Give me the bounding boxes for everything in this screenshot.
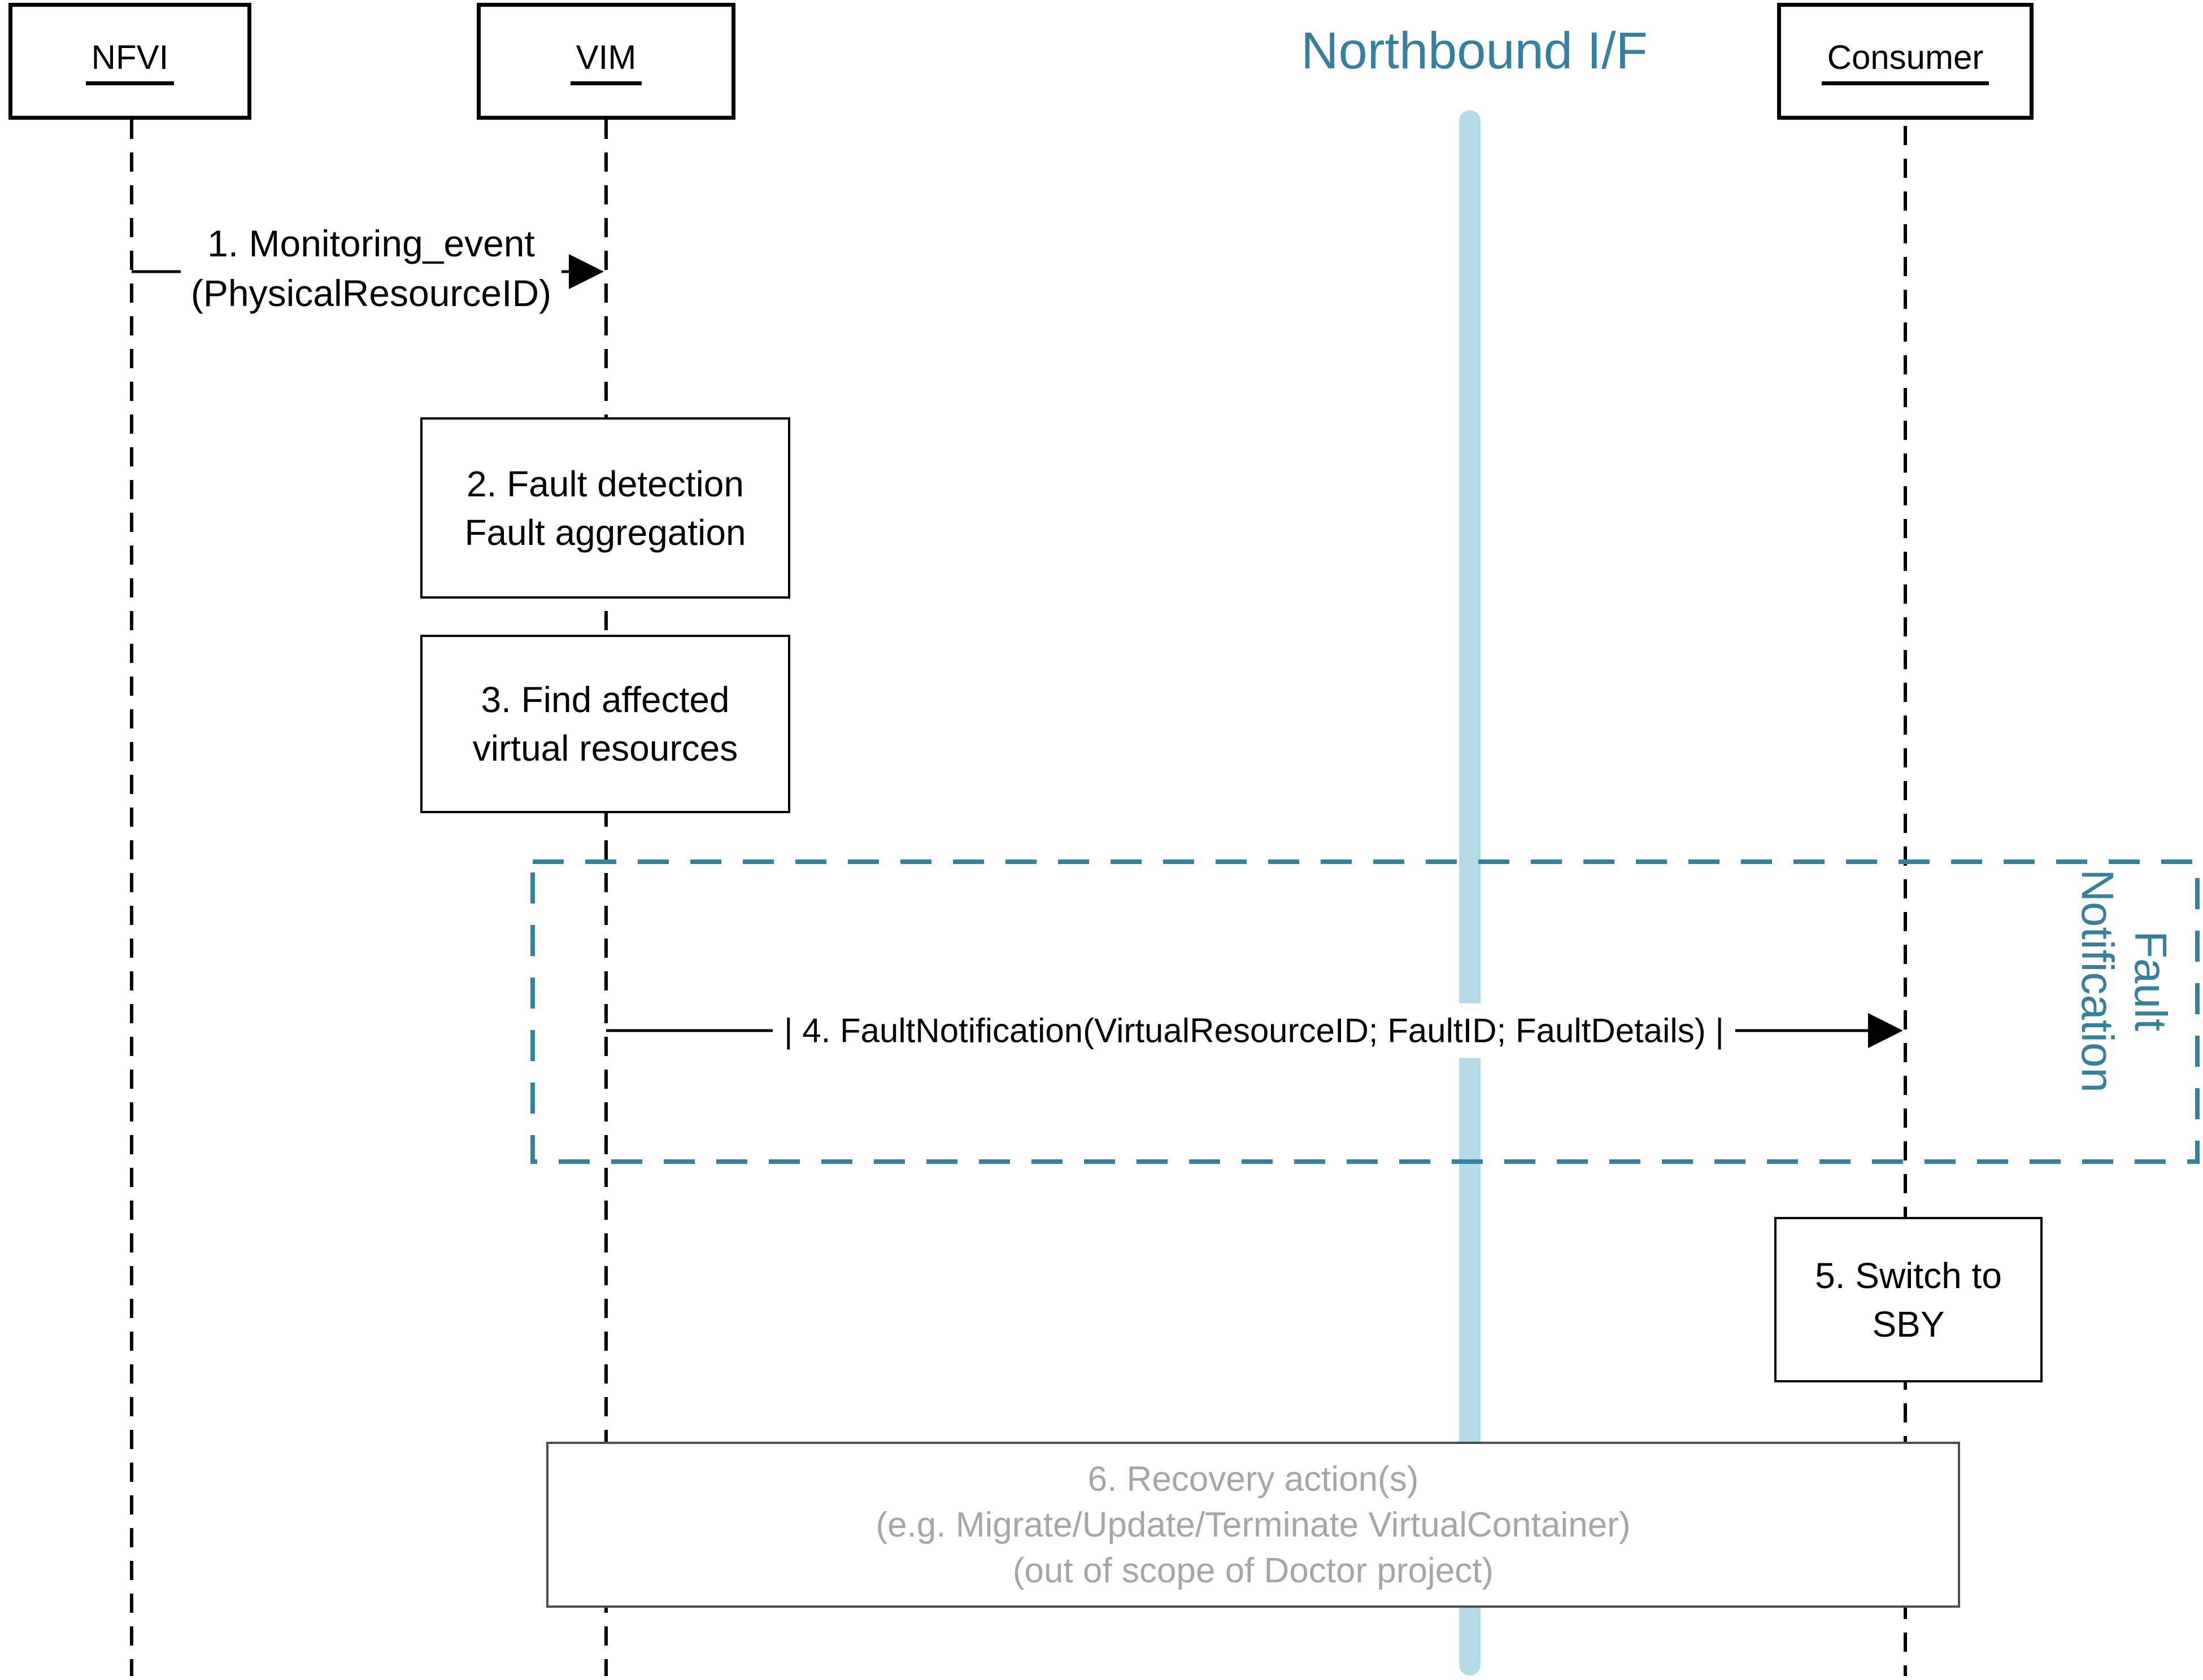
step-6-line1: 6. Recovery action(s)	[1087, 1459, 1419, 1499]
group-label-line2: Notification	[2073, 869, 2123, 1093]
actor-box-vim: VIM	[477, 3, 735, 120]
step-6-line3: (out of scope of Doctor project)	[1012, 1551, 1494, 1590]
message-1-label: 1. Monitoring_event (PhysicalResourceID)	[180, 212, 562, 325]
step-box-recovery-actions: 6. Recovery action(s) (e.g. Migrate/Upda…	[546, 1442, 1960, 1608]
message-1-label-line2: (PhysicalResourceID)	[190, 272, 552, 314]
group-label-line1: Fault	[2126, 931, 2176, 1031]
step-2-line2: Fault aggregation	[464, 512, 746, 553]
fault-notification-group-label: Fault Notification	[2056, 783, 2192, 1179]
step-5-line2: SBY	[1872, 1303, 1945, 1345]
step-3-line1: 3. Find affected	[481, 679, 730, 720]
northbound-interface-title: Northbound I/F	[1301, 22, 1648, 80]
fault-notification-group-frame	[530, 859, 2200, 1164]
step-box-find-affected: 3. Find affected virtual resources	[420, 635, 790, 813]
message-4-arrowhead-icon	[1868, 1013, 1903, 1048]
step-2-line1: 2. Fault detection	[467, 463, 744, 504]
step-5-line1: 5. Switch to	[1815, 1255, 2002, 1296]
message-4-label: | 4. FaultNotification(VirtualResourceID…	[772, 1003, 1736, 1058]
actor-label-nfvi: NFVI	[85, 38, 175, 85]
message-1-arrowhead-icon	[569, 254, 604, 289]
step-3-line2: virtual resources	[472, 728, 738, 769]
step-6-line2: (e.g. Migrate/Update/Terminate VirtualCo…	[876, 1505, 1631, 1544]
actor-box-consumer: Consumer	[1777, 3, 2034, 120]
step-box-switch-to-sby: 5. Switch to SBY	[1774, 1217, 2043, 1382]
actor-label-vim: VIM	[570, 38, 642, 85]
actor-label-consumer: Consumer	[1821, 38, 1989, 85]
step-box-fault-detection: 2. Fault detection Fault aggregation	[420, 417, 790, 599]
actor-box-nfvi: NFVI	[8, 3, 251, 120]
message-1-label-line1: 1. Monitoring_event	[207, 222, 535, 264]
